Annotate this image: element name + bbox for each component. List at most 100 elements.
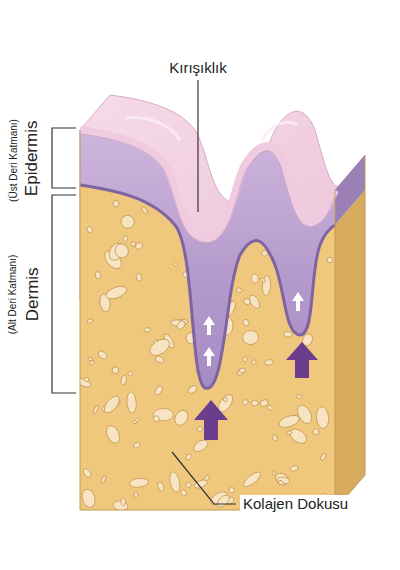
collagen-fiber — [104, 423, 123, 445]
collagen-fiber — [172, 408, 190, 428]
collagen-fiber — [201, 308, 208, 316]
stratum-corneum — [80, 130, 335, 238]
small-arrows — [203, 292, 304, 366]
callout-label: Kırışıklık — [169, 60, 227, 77]
collagen-fiber — [152, 415, 160, 423]
collagen-fiber — [121, 498, 126, 506]
collagen-fiber — [267, 220, 288, 236]
collagen-fiber — [127, 370, 134, 376]
collagen-fiber — [291, 219, 299, 228]
stratum-edge — [80, 134, 335, 243]
collagen-fiber — [133, 441, 141, 449]
ridge-highlight — [262, 122, 298, 140]
collagen-fiber — [327, 257, 333, 263]
collagen-fiber — [267, 404, 274, 411]
collagen-fiber — [309, 200, 317, 209]
collagen-fiber — [287, 269, 311, 288]
bracket — [52, 195, 76, 393]
leader-line — [172, 452, 236, 504]
collagen-fiber — [133, 491, 138, 498]
collagen-fiber — [100, 475, 107, 484]
collagen-fiber — [154, 385, 164, 397]
collagen-fiber — [278, 480, 285, 486]
collagen-fiber — [242, 330, 259, 346]
collagen-fiber — [277, 413, 301, 430]
collagen-fiber — [312, 428, 320, 436]
collagen-fiber — [87, 318, 94, 323]
collagen-fiber — [130, 241, 136, 247]
collagen-fiber — [258, 193, 265, 200]
collagen-fiber — [144, 328, 151, 332]
collagen-fiber — [204, 474, 210, 481]
side-face-epidermis — [335, 155, 365, 225]
collagen-fiber — [229, 487, 235, 493]
collagen-fiber — [97, 350, 108, 361]
collagen-fiber — [303, 281, 311, 291]
collagen-fiber — [241, 399, 249, 406]
dermis-layer — [80, 185, 335, 510]
collagen-fiber — [273, 238, 283, 247]
collagen-fiber — [192, 438, 210, 454]
bracket — [52, 128, 76, 188]
collagen-fiber — [157, 481, 165, 492]
layer-subtitle: (Alt Deri Katmanı) — [8, 254, 19, 333]
collagen-fiber — [87, 357, 93, 361]
callout-label: Kolajen Dokusu — [240, 495, 351, 514]
collagen-fiber — [94, 271, 101, 279]
collagen-fiber — [296, 394, 302, 399]
collagen-fiber — [273, 471, 290, 488]
collagen-fiber — [292, 253, 305, 274]
collagen-fiber — [287, 426, 309, 446]
collagen-fiber — [76, 377, 92, 389]
collagen-fiber — [241, 470, 262, 489]
block-outline — [80, 130, 365, 510]
collagen-fiber — [251, 274, 258, 283]
collagen-fiber — [251, 399, 259, 406]
collagen-fiber — [120, 375, 127, 385]
collagen-fiber — [297, 284, 301, 288]
collagen-fiber — [92, 405, 99, 415]
collagen-fiber — [176, 319, 187, 330]
collagen-fiber — [86, 225, 93, 233]
collagen-fiber — [243, 298, 252, 306]
collagen-fiber — [129, 477, 149, 488]
collagen-fiber — [173, 262, 179, 267]
collagen-fiber — [202, 286, 208, 293]
collagen-fiber — [272, 434, 278, 441]
collagen-fiber — [315, 406, 329, 429]
collagen-fiber — [126, 391, 137, 413]
collagen-fiber — [102, 394, 122, 416]
layer-name: Epidermis — [24, 120, 43, 196]
collagen-fiber — [82, 467, 93, 479]
collagen-fiber — [185, 482, 192, 489]
collagen-fiber — [183, 197, 195, 208]
collagen-fiber — [251, 359, 256, 365]
collagen-fiber — [283, 234, 299, 249]
collagen-fiber — [84, 377, 90, 383]
collagen-fiber — [141, 206, 149, 215]
collagen-fiber — [185, 453, 193, 461]
collagen-fiber — [147, 336, 172, 359]
collagen-fiber — [294, 257, 315, 266]
collagen-fiber — [242, 356, 248, 362]
side-face-dermis — [335, 190, 365, 510]
leader-line — [197, 80, 198, 212]
collagen-fiber — [222, 396, 228, 402]
collagen-fiber — [80, 488, 97, 509]
collagen-fiber — [205, 290, 209, 294]
collagen-fiber — [307, 245, 313, 251]
collagen-fiber — [104, 284, 128, 302]
collagen-fiber — [256, 191, 261, 199]
collagen-fiber — [154, 355, 164, 364]
collagen-fiber — [111, 366, 119, 374]
collagen-fiber — [264, 359, 273, 365]
collagen-fiber — [133, 420, 138, 424]
ridge-highlight — [125, 117, 180, 140]
collagen-fiber — [119, 214, 136, 230]
collagen-fiber — [289, 465, 299, 473]
collagen-fiber — [320, 453, 327, 462]
collagen-fiber — [195, 253, 212, 272]
collagen-fiber — [196, 426, 203, 433]
collagen-fiber — [123, 236, 128, 242]
